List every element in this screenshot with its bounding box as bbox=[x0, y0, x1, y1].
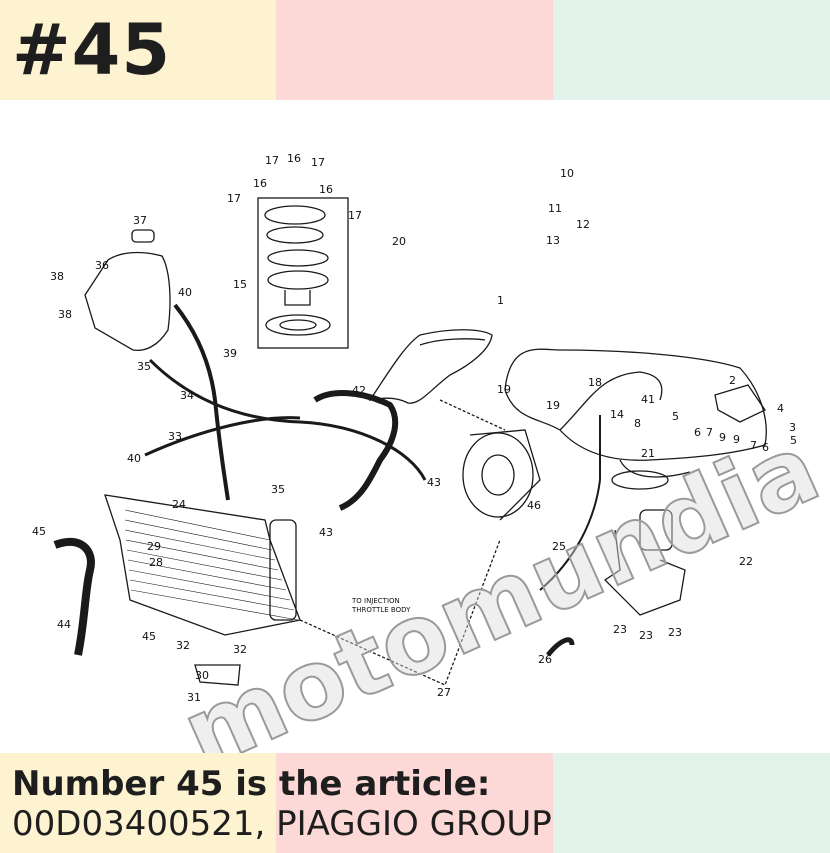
callout-1: 1 bbox=[497, 294, 504, 307]
callout-2: 2 bbox=[729, 374, 736, 387]
callout-4: 4 bbox=[777, 402, 784, 415]
fuel-cap-assembly-box bbox=[257, 197, 349, 349]
callout-19: 19 bbox=[497, 383, 511, 396]
watermark: motomundia bbox=[167, 412, 830, 753]
callout-23c: 23 bbox=[668, 626, 682, 639]
callout-18: 18 bbox=[588, 376, 602, 389]
callout-11: 11 bbox=[548, 202, 562, 215]
callout-29: 29 bbox=[147, 540, 161, 553]
footer-band bbox=[0, 753, 830, 853]
footer-band-cell-3 bbox=[553, 753, 830, 853]
callout-17b: 17 bbox=[311, 156, 325, 169]
callout-17: 17 bbox=[265, 154, 279, 167]
callout-13: 13 bbox=[546, 234, 560, 247]
callout-30: 30 bbox=[195, 669, 209, 682]
header-band-cell-1 bbox=[0, 0, 276, 100]
callout-36: 36 bbox=[95, 259, 109, 272]
callout-16c: 16 bbox=[319, 183, 333, 196]
parts-diagram: motomundia 1 2 3 4 5 5 6 6 7 7 8 9 9 10 … bbox=[32, 152, 830, 753]
callout-37: 37 bbox=[133, 214, 147, 227]
expansion-tank-part bbox=[84, 251, 171, 352]
callout-21: 21 bbox=[641, 447, 655, 460]
callout-40b: 40 bbox=[127, 452, 141, 465]
callout-42: 42 bbox=[352, 384, 366, 397]
callout-43: 43 bbox=[427, 476, 441, 489]
callout-17d: 17 bbox=[348, 209, 362, 222]
callout-26: 26 bbox=[538, 653, 552, 666]
page-title: #45 bbox=[12, 9, 172, 91]
callout-24: 24 bbox=[172, 498, 186, 511]
callout-46: 46 bbox=[527, 499, 541, 512]
callout-9b: 9 bbox=[733, 433, 740, 446]
fuel-pump-part bbox=[639, 509, 673, 551]
callout-10: 10 bbox=[560, 167, 574, 180]
callout-38b: 38 bbox=[58, 308, 72, 321]
callout-7b: 7 bbox=[750, 439, 757, 452]
callout-41: 41 bbox=[641, 393, 655, 406]
callout-16: 16 bbox=[287, 152, 301, 165]
callout-33: 33 bbox=[168, 430, 182, 443]
callout-45: 45 bbox=[32, 525, 46, 538]
callout-23b: 23 bbox=[639, 629, 653, 642]
radiator-part bbox=[104, 494, 301, 636]
footer-band-cell-2 bbox=[276, 753, 553, 853]
callout-35b: 35 bbox=[271, 483, 285, 496]
footer-band-cell-1 bbox=[0, 753, 276, 853]
note-line-2: THROTTLE BODY bbox=[351, 606, 411, 614]
callout-31: 31 bbox=[187, 691, 201, 704]
callout-14: 14 bbox=[610, 408, 624, 421]
callout-39: 39 bbox=[223, 347, 237, 360]
header-band-cell-2 bbox=[276, 0, 553, 100]
callout-15: 15 bbox=[233, 278, 247, 291]
callout-7: 7 bbox=[706, 426, 713, 439]
callout-32b: 32 bbox=[233, 643, 247, 656]
callout-40: 40 bbox=[178, 286, 192, 299]
callout-20: 20 bbox=[392, 235, 406, 248]
header-band-cell-3 bbox=[553, 0, 830, 100]
callout-23: 23 bbox=[613, 623, 627, 636]
callout-9: 9 bbox=[719, 431, 726, 444]
callout-35: 35 bbox=[137, 360, 151, 373]
callout-44: 44 bbox=[57, 618, 71, 631]
header-band bbox=[0, 0, 830, 100]
callout-16b: 16 bbox=[253, 177, 267, 190]
callout-6b: 6 bbox=[762, 441, 769, 454]
fuel-tank-part bbox=[504, 348, 767, 461]
callout-22: 22 bbox=[739, 555, 753, 568]
callout-34: 34 bbox=[180, 389, 194, 402]
callout-5: 5 bbox=[672, 410, 679, 423]
caption-heading: Number 45 is the article: bbox=[12, 764, 491, 804]
cooling-fan-part bbox=[462, 432, 534, 518]
callout-28: 28 bbox=[149, 556, 163, 569]
callout-19b: 19 bbox=[546, 399, 560, 412]
note-line-1: TO INJECTION bbox=[351, 597, 400, 605]
callout-17c: 17 bbox=[227, 192, 241, 205]
callout-27: 27 bbox=[437, 686, 451, 699]
caption-article: 00D03400521, PIAGGIO GROUP bbox=[12, 804, 552, 844]
callout-43b: 43 bbox=[319, 526, 333, 539]
tank-cover-part bbox=[368, 329, 493, 404]
callout-32: 32 bbox=[176, 639, 190, 652]
callout-38: 38 bbox=[50, 270, 64, 283]
callout-25: 25 bbox=[552, 540, 566, 553]
callout-12: 12 bbox=[576, 218, 590, 231]
callout-3: 3 bbox=[789, 421, 796, 434]
callout-45b: 45 bbox=[142, 630, 156, 643]
callout-8: 8 bbox=[634, 417, 641, 430]
callout-5b: 5 bbox=[790, 434, 797, 447]
callout-6: 6 bbox=[694, 426, 701, 439]
